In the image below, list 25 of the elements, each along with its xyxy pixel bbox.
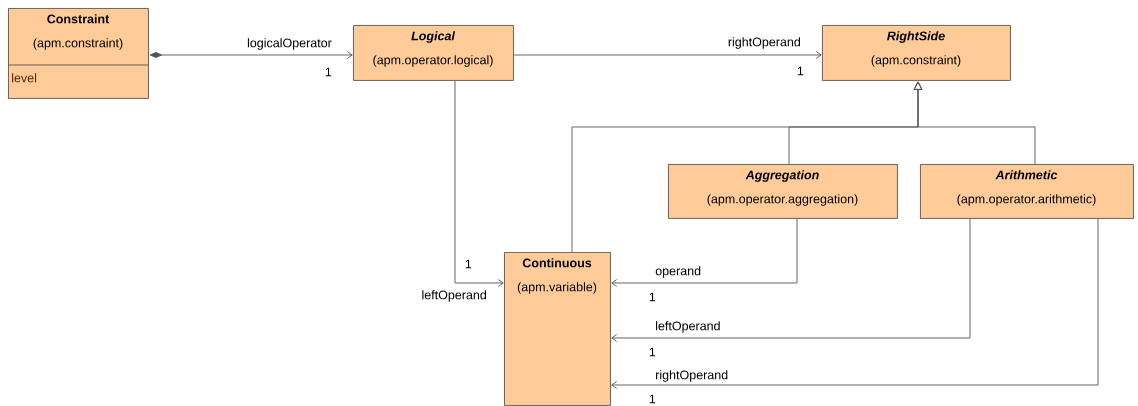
multiplicity-label: 1 <box>325 67 332 77</box>
multiplicity-label: 1 <box>649 394 656 404</box>
generalization-arrow <box>913 81 1036 165</box>
class-box: RightSide (apm.constraint) <box>822 25 1011 81</box>
class-box: Aggregation (apm.operator.aggregation) <box>668 164 898 219</box>
association-arrow <box>611 218 1099 389</box>
class-box: Logical (apm.operator.logical) <box>353 25 514 81</box>
multiplicity-label: 1 <box>649 347 656 357</box>
association-arrow <box>611 218 971 342</box>
edge-label: rightOperand <box>726 36 802 50</box>
edge-label: leftOperand <box>420 289 488 303</box>
multiplicity-label: 1 <box>649 292 656 302</box>
association-arrow <box>454 80 504 287</box>
class-box: Constraint (apm.constraint) level <box>7 8 149 99</box>
class-box: Arithmetic (apm.operator.arithmetic) <box>920 164 1134 219</box>
edge-label: leftOperand <box>654 320 722 334</box>
edge-label: operand <box>654 265 703 279</box>
edge-label: logicalOperator <box>246 37 333 51</box>
association-arrow <box>611 218 798 287</box>
multiplicity-label: 1 <box>465 259 472 269</box>
edge-label: rightOperand <box>654 369 730 383</box>
multiplicity-label: 1 <box>797 66 804 76</box>
association-arrow <box>513 51 822 59</box>
association-arrow <box>149 51 353 59</box>
class-box: Continuous (apm.variable) <box>504 252 611 406</box>
